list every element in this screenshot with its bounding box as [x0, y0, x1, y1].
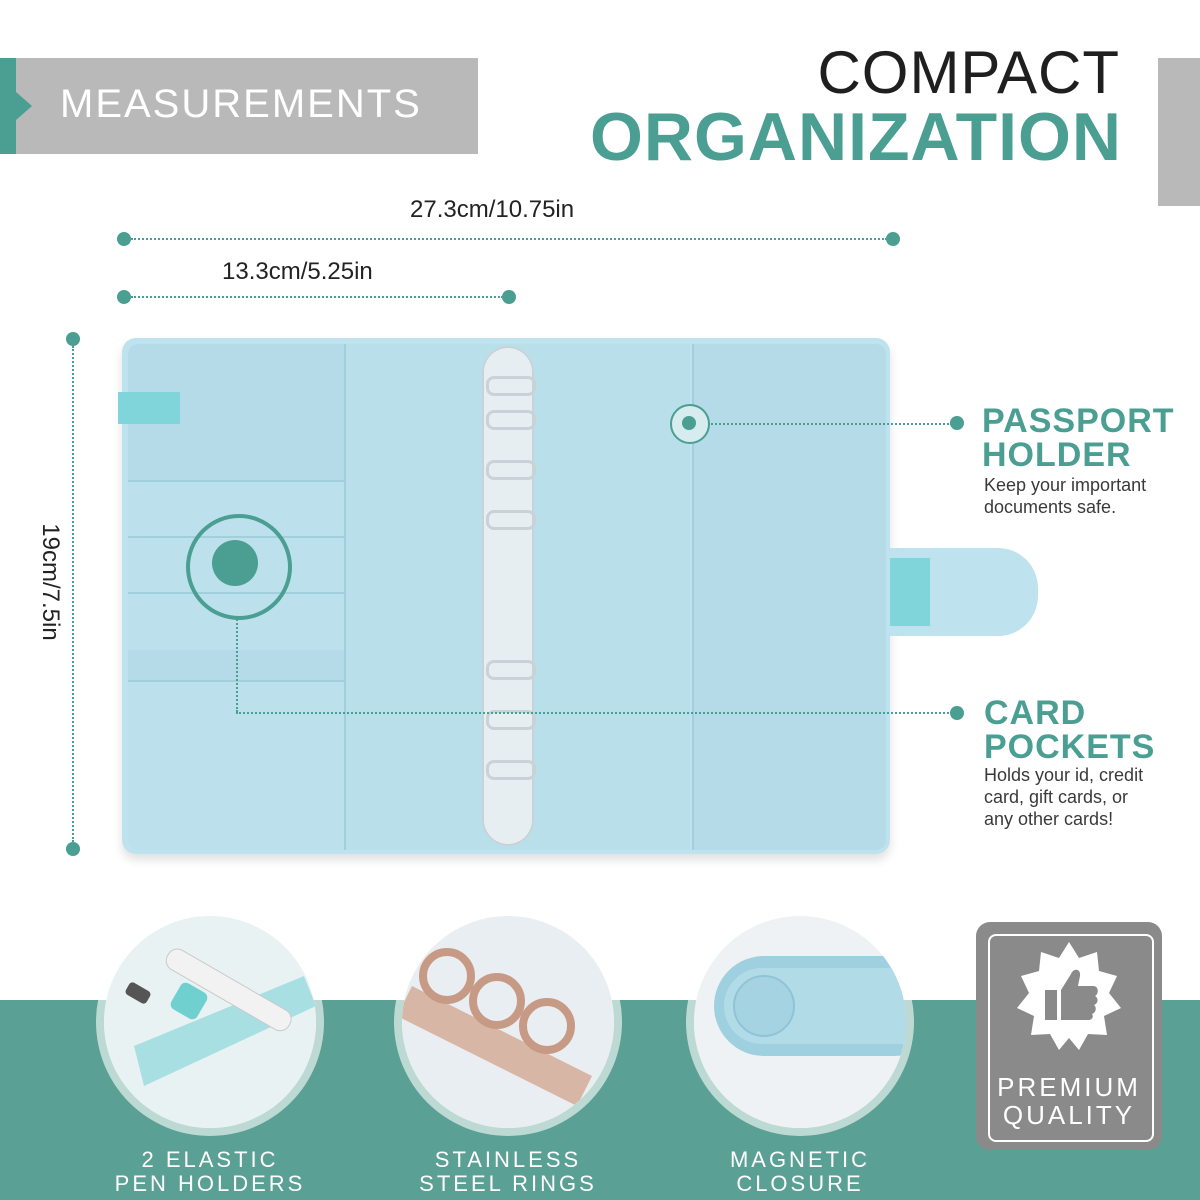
callout-dot	[950, 416, 964, 430]
badge-line-1: PREMIUM	[997, 1072, 1141, 1102]
measure-dot	[886, 232, 900, 246]
target-dot	[682, 416, 696, 430]
magnetic-closure-photo	[694, 916, 906, 1128]
steel-rings-illustration	[402, 916, 614, 1128]
binder-ring	[486, 510, 536, 530]
steel-rings-label-2: STEEL RINGS	[419, 1171, 597, 1196]
magnetic-label-2: CLOSURE	[736, 1171, 864, 1196]
measure-dot	[117, 232, 131, 246]
steel-rings-photo	[402, 916, 614, 1128]
title-line-1: COMPACT	[817, 39, 1120, 106]
header-banner	[0, 58, 478, 154]
target-dot	[212, 540, 258, 586]
half-width-line	[131, 296, 503, 298]
binder-ring	[486, 460, 536, 480]
elastic-pen-loop	[890, 558, 930, 626]
full-width-line	[131, 238, 887, 240]
steel-rings-label-1: STAINLESS	[434, 1147, 582, 1172]
pen-holder-photo	[104, 916, 316, 1128]
passport-title-1: PASSPORT	[982, 402, 1175, 440]
badge-line-2: QUALITY	[1002, 1100, 1136, 1130]
magnetic-label-1: MAGNETIC	[729, 1147, 871, 1172]
magnetic-closure-illustration	[694, 916, 906, 1128]
height-line	[72, 346, 74, 842]
measure-dot	[66, 332, 80, 346]
passport-leader-line	[708, 423, 952, 425]
card-leader-line-v	[236, 616, 238, 712]
chevron-right-icon	[16, 92, 32, 120]
pen-holder-illustration	[104, 916, 316, 1128]
measure-dot	[502, 290, 516, 304]
badge-border	[988, 934, 1154, 1142]
elastic-pen-loop	[118, 392, 180, 424]
card-desc-2: card, gift cards, or	[984, 787, 1129, 807]
corner-accent-bar	[1158, 58, 1200, 206]
pen-holder-label-2: PEN HOLDERS	[114, 1171, 306, 1196]
half-width-label: 13.3cm/5.25in	[222, 258, 373, 285]
binder-ring	[486, 376, 536, 396]
title-line-2: ORGANIZATION	[589, 99, 1122, 175]
card-title-2: POCKETS	[984, 728, 1156, 766]
height-label: 19cm/7.5in	[37, 523, 64, 641]
binder-ring	[486, 710, 536, 730]
card-desc-3: any other cards!	[984, 809, 1114, 829]
banner-accent	[0, 58, 16, 154]
binder-ring	[486, 660, 536, 680]
pen-holder-label-1: 2 ELASTIC	[141, 1147, 279, 1172]
card-target-icon	[186, 514, 292, 620]
passport-desc-1: Keep your important	[984, 475, 1147, 495]
card-desc-1: Holds your id, credit	[984, 765, 1144, 785]
binder-ring	[486, 410, 536, 430]
thumbs-up-icon	[1017, 942, 1121, 1050]
measure-dot	[66, 842, 80, 856]
binder-ring	[486, 760, 536, 780]
banner-label: MEASUREMENTS	[60, 82, 422, 126]
passport-title-2: HOLDER	[982, 436, 1132, 474]
callout-dot	[950, 706, 964, 720]
passport-desc-2: documents safe.	[984, 497, 1117, 517]
full-width-label: 27.3cm/10.75in	[410, 196, 575, 223]
card-title-1: CARD	[984, 694, 1087, 732]
right-panel	[692, 344, 886, 850]
card-leader-line-h	[236, 712, 952, 714]
measure-dot	[117, 290, 131, 304]
